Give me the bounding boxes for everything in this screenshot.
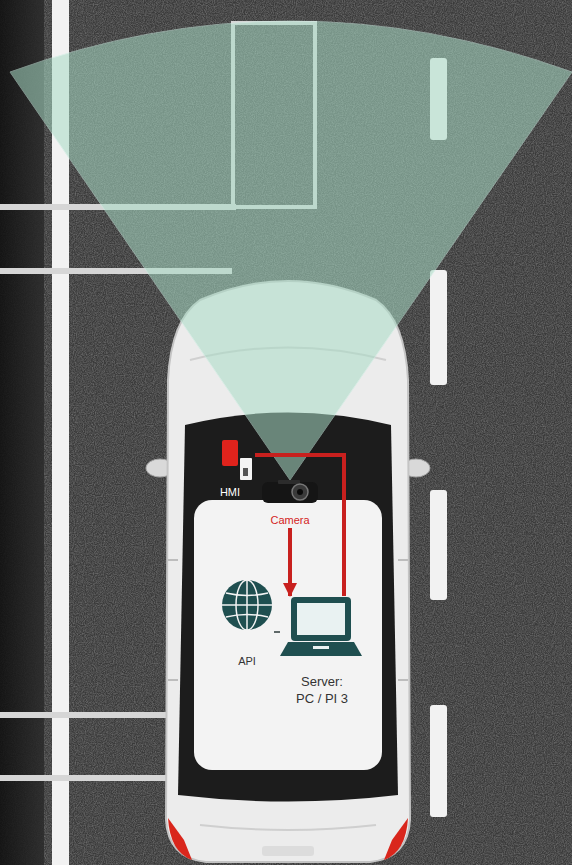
camera-field-of-view (10, 21, 572, 480)
api-globe: API (220, 578, 274, 670)
node-label: Server: PC / PI 3 (291, 674, 353, 708)
node-label: Camera (258, 513, 322, 527)
node-label: API (220, 654, 274, 668)
hmi-display (222, 440, 238, 466)
laptop-icon (280, 598, 362, 656)
camera-unit: Camera (258, 480, 322, 528)
hmi-device: HMI (205, 438, 255, 502)
node-label: HMI (205, 485, 255, 499)
connector (274, 631, 280, 633)
server-laptop: Server: PC / PI 3 (280, 596, 364, 720)
camera-body (262, 482, 318, 503)
hmi-unit (240, 458, 252, 480)
globe-icon (222, 580, 272, 630)
camera-lens-core (297, 489, 303, 495)
road-edge (0, 0, 44, 865)
connector (255, 455, 344, 596)
camera-mount (278, 480, 300, 484)
connector (288, 528, 292, 596)
camera-lens (292, 484, 308, 500)
hmi-detail (243, 468, 248, 476)
